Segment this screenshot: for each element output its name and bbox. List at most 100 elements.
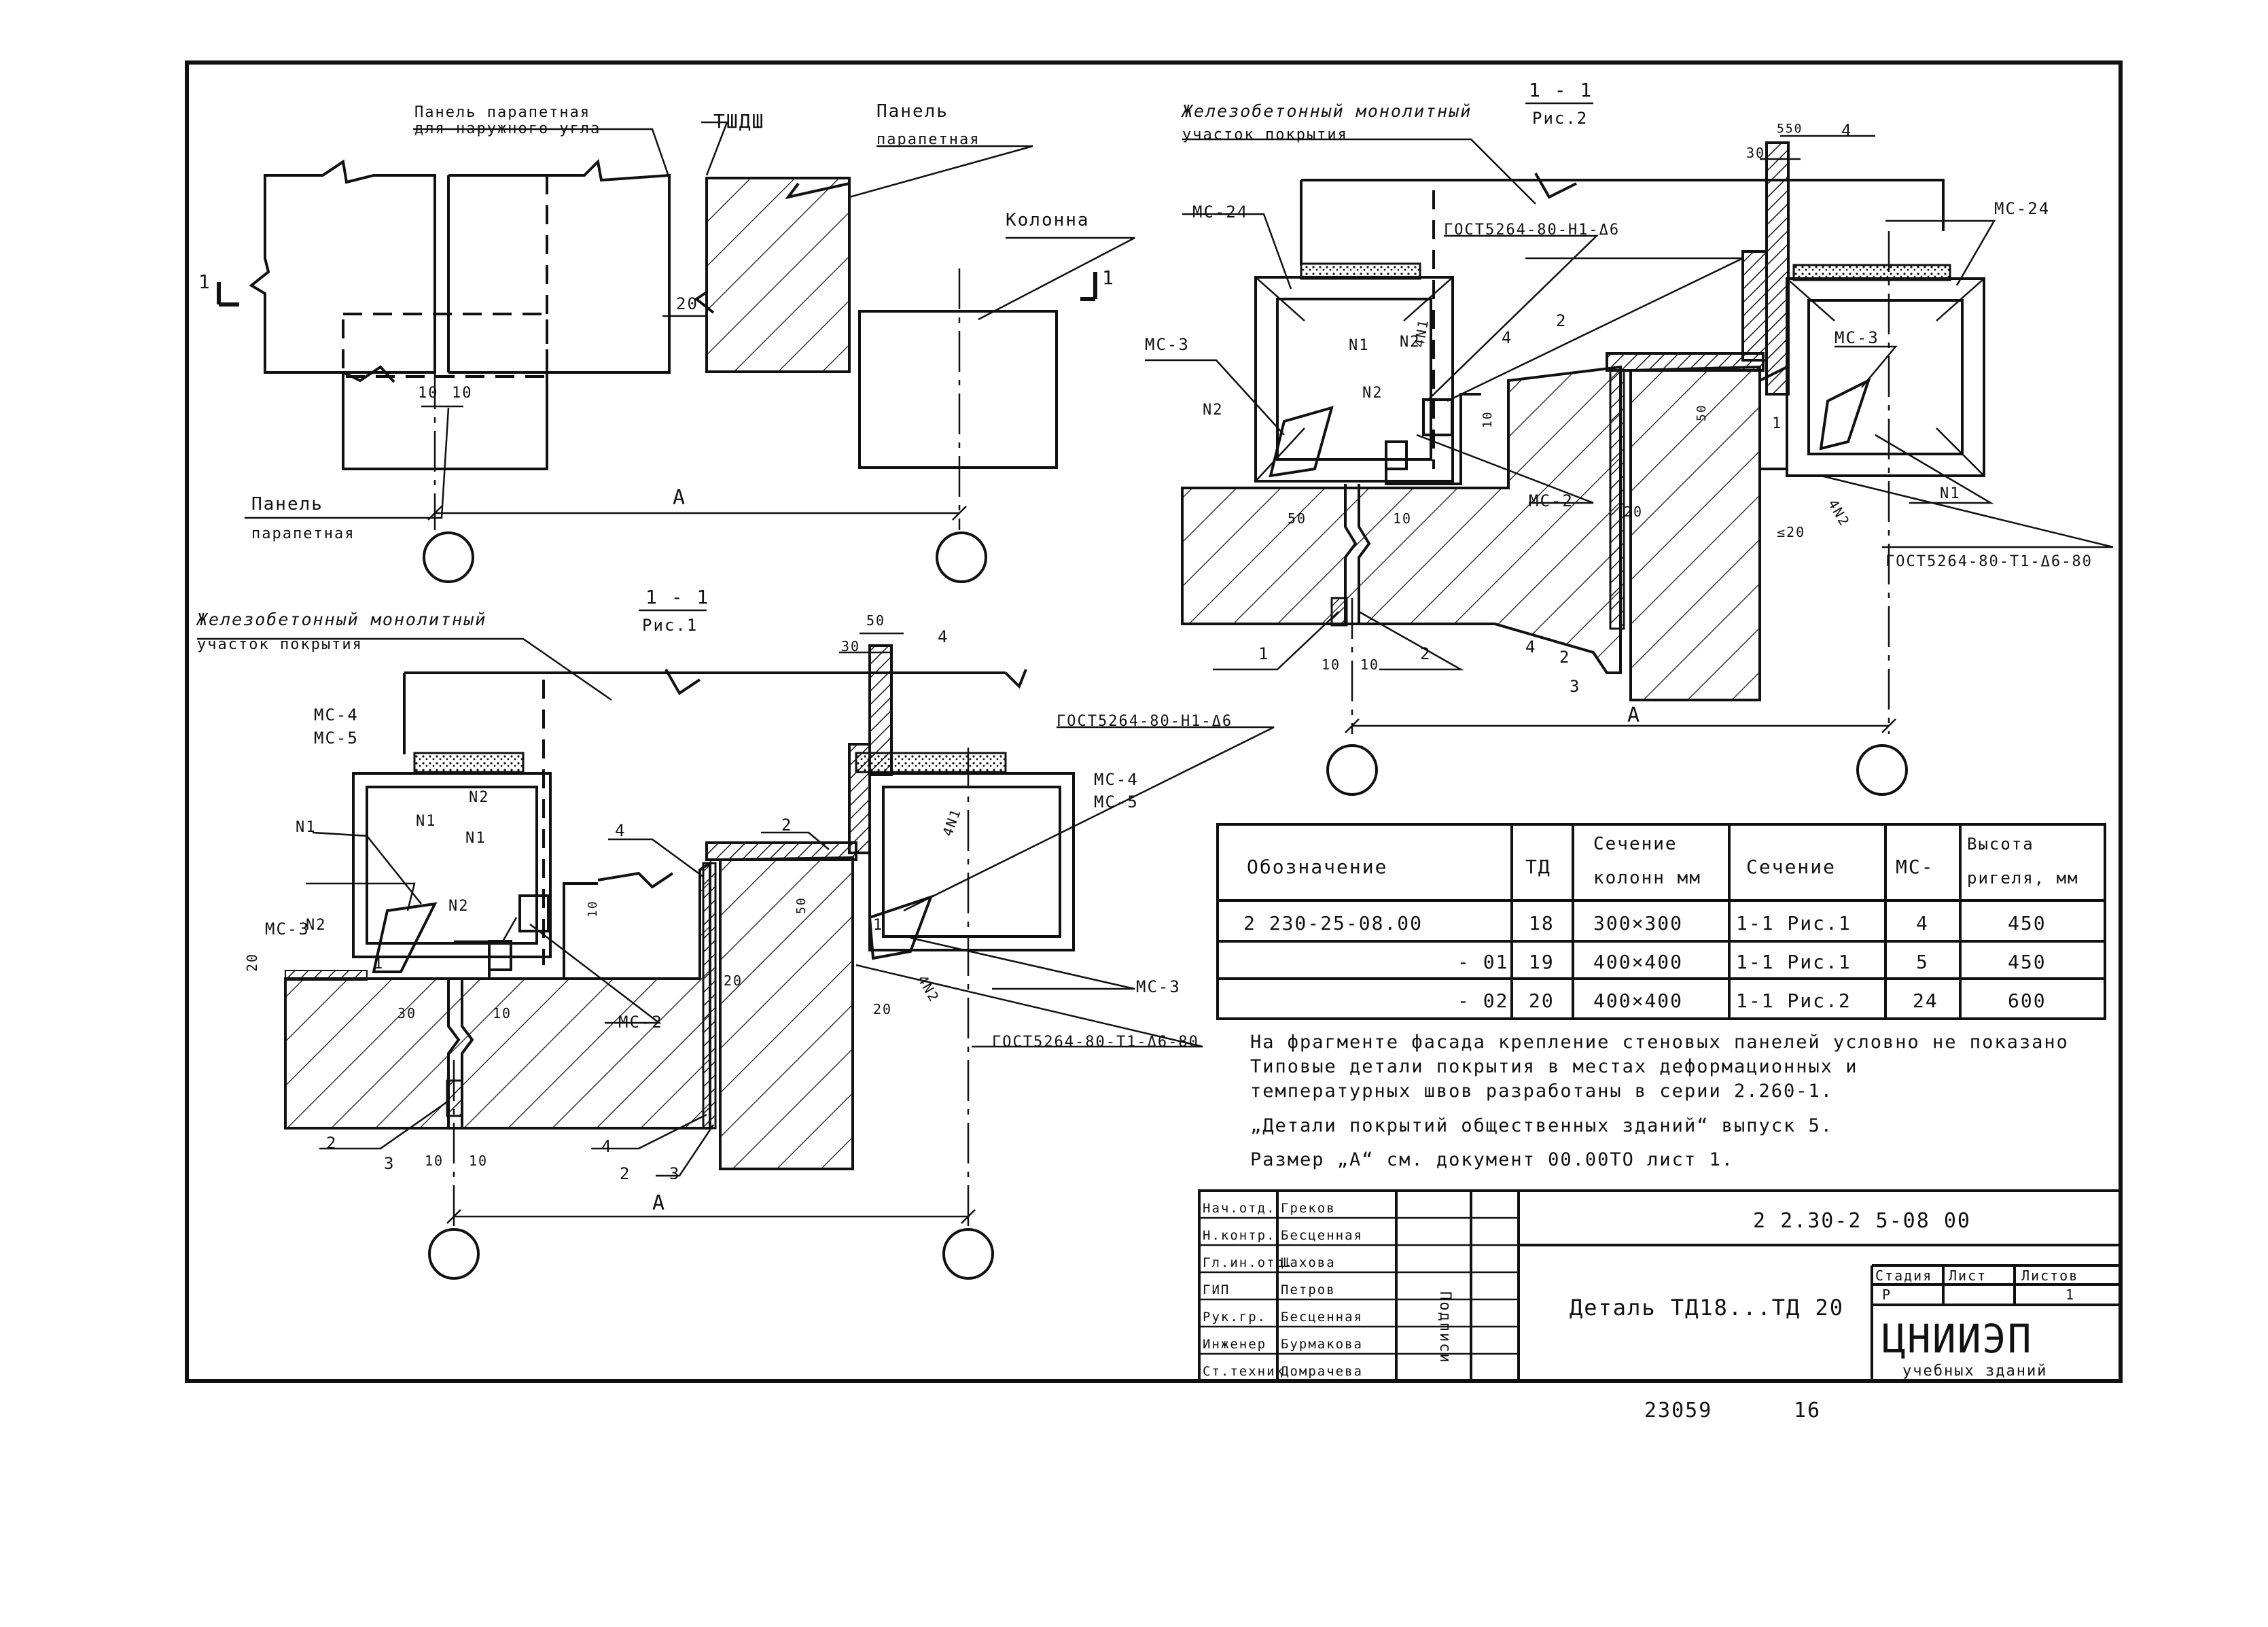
fig2-num3: 3 xyxy=(1570,677,1580,696)
notes: На фрагменте фасада крепление стеновых п… xyxy=(1250,1032,2068,1170)
fig1-d20b: 20 xyxy=(724,973,743,989)
joint-label: ТШДШ xyxy=(713,110,764,133)
fig1-d30: 30 xyxy=(841,638,860,654)
fig1-d10a: 10 xyxy=(493,1005,512,1021)
td-r2-c1: 20 xyxy=(1529,990,1555,1012)
section-mark-left: 1 xyxy=(198,270,211,293)
fig1-mc2: МС-2 xyxy=(618,1013,663,1032)
fig1-n1c: N1 xyxy=(465,830,486,847)
fig2-n2a: N2 xyxy=(1203,402,1224,419)
fig1-num4a: 4 xyxy=(615,821,626,840)
fig1-mc4-right-1: МС-4 xyxy=(1094,770,1139,789)
fig2-section-num: 1 - 1 xyxy=(1529,79,1593,101)
staff-role-1: Н.контр. xyxy=(1203,1228,1276,1243)
fig2-d20: 20 xyxy=(1624,504,1643,520)
fig2-mc2: МС-2 xyxy=(1529,491,1574,510)
sheet-border xyxy=(185,60,2123,1383)
dim-10a: 10 xyxy=(418,385,439,402)
label-parapet-bottom-2: парапетная xyxy=(251,525,355,542)
fig1-gost-bottom: ГОСТ5264-80-Т1-Δ6-80 xyxy=(992,1034,1199,1051)
doc-code: 2 2.30-2 5-08 00 xyxy=(1753,1209,1971,1233)
fig1-4n1: 4N1 xyxy=(939,806,964,839)
fig1-d20a: 20 xyxy=(244,953,260,972)
fig1-mc4-left-2: МС-5 xyxy=(314,729,359,748)
td-r1-c0: - 01 xyxy=(1457,951,1508,973)
fig1-num2c: 2 xyxy=(620,1164,631,1183)
fig2-4n1: 4N1 xyxy=(1411,317,1432,349)
fig2-num2a: 2 xyxy=(1420,644,1431,663)
td-r1-c3: 1-1 Рис.1 xyxy=(1736,951,1851,973)
fig2-n2c: N2 xyxy=(1362,385,1383,402)
note-4: „Детали покрытий общественных зданий“ вы… xyxy=(1250,1115,1833,1136)
fig2-mc3-right: МС-3 xyxy=(1835,328,1879,347)
td-r1-c1: 19 xyxy=(1529,951,1555,973)
fig2-title-1: Железобетонный монолитный xyxy=(1181,101,1472,121)
fig1-num3b: 3 xyxy=(669,1164,680,1183)
staff-name-5: Бурмакова xyxy=(1281,1337,1363,1352)
title-block xyxy=(1198,1189,2122,1382)
page-number: 16 xyxy=(1794,1399,1821,1422)
fig2-4n2: 4N2 xyxy=(1825,497,1854,529)
sheet-header: Лист xyxy=(1949,1267,1987,1284)
staff-name-2: Шахова xyxy=(1281,1255,1336,1270)
th-mc: МС- xyxy=(1896,856,1934,878)
td-r1-c2: 400×400 xyxy=(1593,951,1683,973)
fig1-stress-1: 1 xyxy=(873,917,883,934)
th-td: ТД xyxy=(1525,856,1551,878)
staff-role-2: Гл.ин.отд. xyxy=(1203,1255,1294,1270)
fig2-stress-1: 1 xyxy=(1772,415,1782,432)
fig1-gost-top: ГОСТ5264-80-Н1-Δ6 xyxy=(1057,713,1233,730)
sheets-value: 1 xyxy=(2066,1287,2075,1303)
fig1-mc4-left-1: МС-4 xyxy=(314,705,359,724)
fig2-n1b: N1 xyxy=(1940,485,1961,502)
label-parapet-right-2: парапетная xyxy=(876,131,980,148)
fig1-section-ref: Рис.1 xyxy=(642,616,698,635)
archive-number: 23059 xyxy=(1644,1399,1712,1422)
td-r0-c4: 4 xyxy=(1916,912,1929,934)
sheets-header: Листов xyxy=(2021,1267,2078,1284)
staff-name-0: Греков xyxy=(1281,1201,1336,1216)
fig1-n2c: N2 xyxy=(448,898,469,915)
label-parapet-right-1: Панель xyxy=(876,101,949,122)
fig1-num2b: 2 xyxy=(781,816,792,835)
th-col-section-1: Сечение xyxy=(1593,834,1678,854)
th-height-2: ригеля, мм xyxy=(1967,869,2079,888)
staff-role-6: Ст.техник xyxy=(1203,1364,1285,1379)
fig1-d50: 50 xyxy=(866,612,885,629)
th-col-section-2: колонн мм xyxy=(1593,868,1701,888)
fig1-n2b: N2 xyxy=(469,789,490,806)
td-r1-c4: 5 xyxy=(1916,951,1929,973)
fig1-num4c: 4 xyxy=(938,627,949,646)
stage-value: Р xyxy=(1882,1287,1892,1303)
fig1-d50b: 50 xyxy=(794,896,809,914)
fig2-title-2: участок покрытия xyxy=(1182,126,1348,143)
stage-header: Стадия xyxy=(1875,1267,1932,1284)
org-name: ЦНИИЭП xyxy=(1882,1316,2033,1362)
fig2-d220: ≤20 xyxy=(1777,524,1805,540)
fig2-n2b: N2 xyxy=(1400,334,1421,351)
fig1-n1b: N1 xyxy=(416,813,437,830)
td-r0-c1: 18 xyxy=(1529,912,1555,934)
dim-10b: 10 xyxy=(452,385,473,402)
fig1-num4b: 4 xyxy=(601,1137,612,1156)
staff-role-0: Нач.отд. xyxy=(1203,1201,1276,1216)
td-r0-c2: 300×300 xyxy=(1593,912,1683,934)
td-r1-c5: 450 xyxy=(2008,951,2046,973)
fig2-n1a: N1 xyxy=(1349,337,1370,354)
staff-name-1: Бесценная xyxy=(1281,1228,1363,1243)
fig2-d50: 50 xyxy=(1288,510,1307,527)
fig2-d10b: 10 xyxy=(1322,657,1341,673)
fig2-num2c: 2 xyxy=(1559,648,1570,667)
fig1-d10d: 10 xyxy=(586,900,600,917)
th-designation: Обозначение xyxy=(1247,856,1387,878)
note-5: Размер „А“ см. документ 00.00ТО лист 1. xyxy=(1250,1149,1734,1170)
td-r2-c0: - 02 xyxy=(1457,990,1508,1012)
section-fig2 xyxy=(1145,135,2114,796)
column-label: Колонна xyxy=(1006,210,1090,230)
fig2-d550: 550 xyxy=(1777,122,1803,136)
fig1-mc3-left: МС-3 xyxy=(265,920,310,939)
fig2-d10a: 10 xyxy=(1393,510,1412,527)
fig1-d30b: 30 xyxy=(397,1005,417,1021)
fig1-num3a: 3 xyxy=(384,1154,395,1173)
section-fig1 xyxy=(197,632,1275,1280)
